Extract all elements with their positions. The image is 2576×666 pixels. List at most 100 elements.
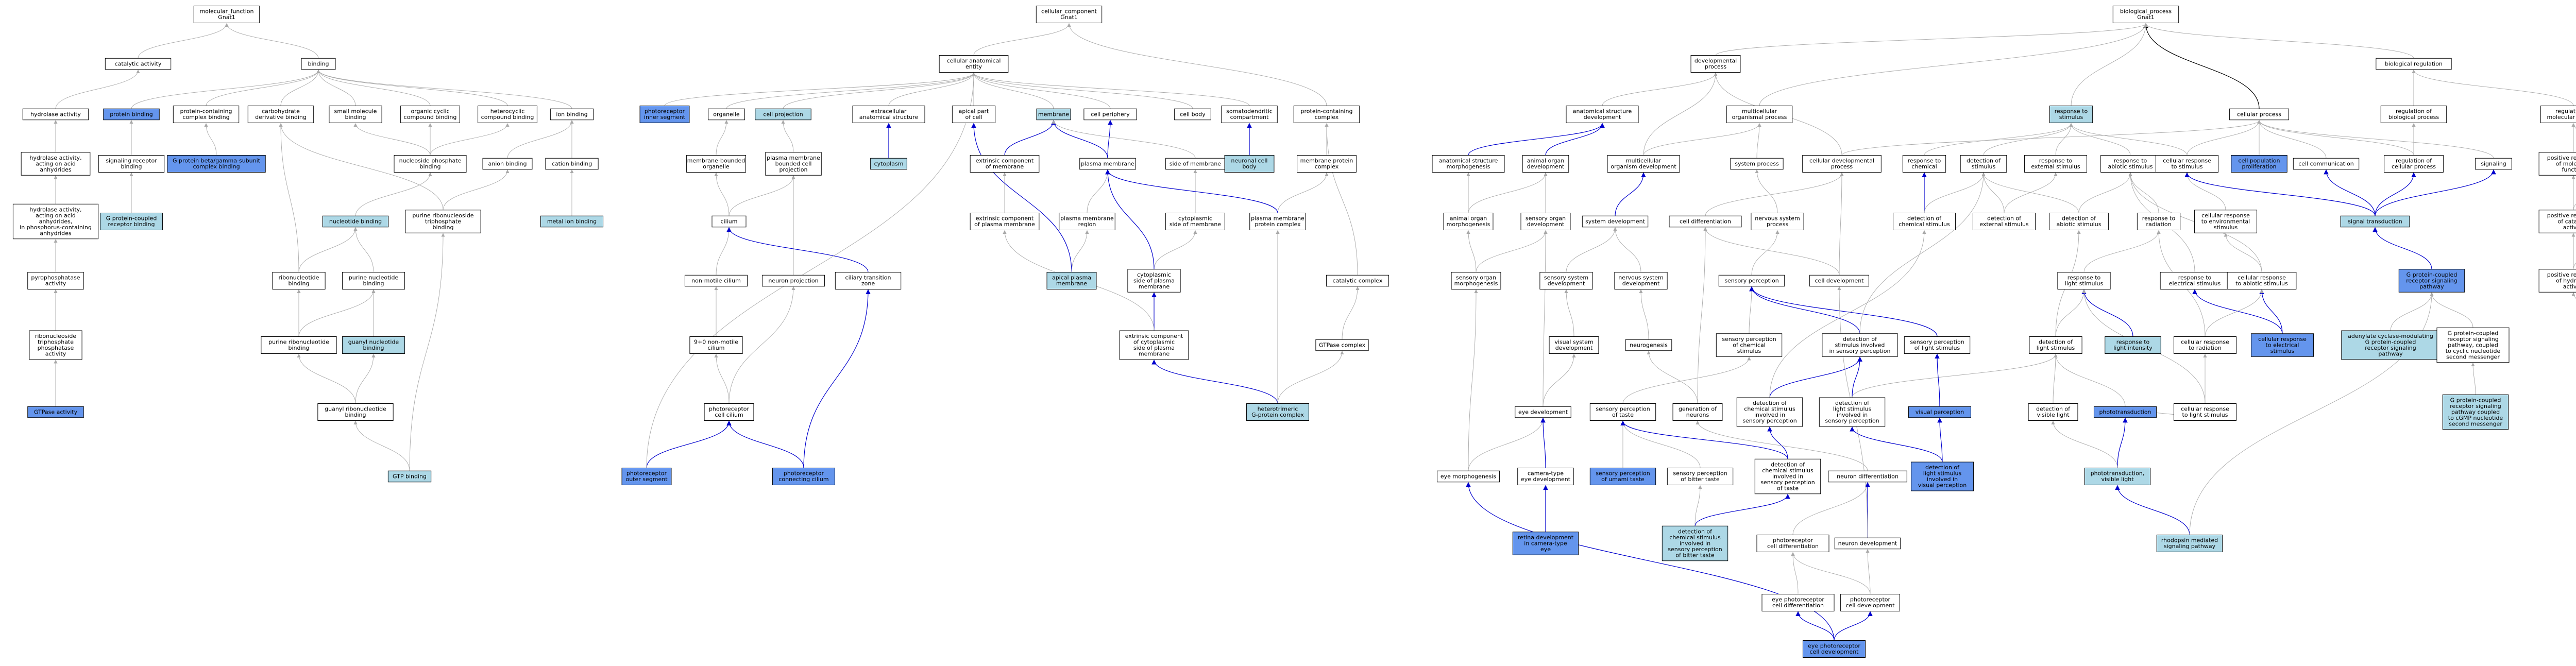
- node-gtpase-complex[interactable]: GTPase complex: [1315, 339, 1369, 351]
- node-cytoplasm[interactable]: cytoplasm: [870, 158, 907, 170]
- node-gtp-binding[interactable]: GTP binding: [387, 470, 432, 483]
- node-signaling[interactable]: signaling: [2475, 158, 2512, 170]
- node-protein-binding[interactable]: protein binding: [103, 108, 160, 121]
- node-plasma-membrane[interactable]: plasma membrane: [1079, 158, 1136, 170]
- node-hydrolase-acid[interactable]: hydrolase activity,acting on acidanhydri…: [21, 152, 91, 176]
- node-reg-mol-func[interactable]: regulation ofmolecular function: [2540, 106, 2576, 123]
- node-anion-binding[interactable]: anion binding: [482, 158, 533, 170]
- node-membrane[interactable]: membrane: [1036, 108, 1071, 121]
- node-catalytic-complex[interactable]: catalytic complex: [1326, 275, 1389, 287]
- node-nucleotide-binding[interactable]: nucleotide binding: [322, 215, 389, 228]
- node-cation-binding[interactable]: cation binding: [545, 158, 599, 170]
- node-cilium[interactable]: cilium: [711, 215, 747, 228]
- node-system-development[interactable]: system development: [1582, 215, 1649, 228]
- node-cell-body[interactable]: cell body: [1174, 108, 1211, 121]
- node-cell-periphery[interactable]: cell periphery: [1083, 108, 1137, 121]
- node-gtpase[interactable]: GTPase activity: [27, 406, 84, 418]
- node-neuron-diff[interactable]: neuron differentiation: [1828, 470, 1907, 483]
- node-cell-projection[interactable]: cell projection: [755, 108, 811, 121]
- node-hydrolase[interactable]: hydrolase activity: [22, 108, 89, 121]
- node-neuron-projection[interactable]: neuron projection: [761, 275, 825, 287]
- node-metal-ion[interactable]: metal ion binding: [540, 215, 604, 228]
- node-cell-differentiation[interactable]: cell differentiation: [1669, 215, 1742, 228]
- node-hydrolase-phos[interactable]: hydrolase activity,acting on acidanhydri…: [12, 203, 99, 240]
- node-eye-morphogenesis[interactable]: eye morphogenesis: [1436, 470, 1500, 483]
- node-phototransduction[interactable]: phototransduction: [2093, 406, 2157, 418]
- node-neurogenesis[interactable]: neurogenesis: [1625, 339, 1672, 351]
- node-non-motile[interactable]: non-motile cilium: [684, 275, 748, 287]
